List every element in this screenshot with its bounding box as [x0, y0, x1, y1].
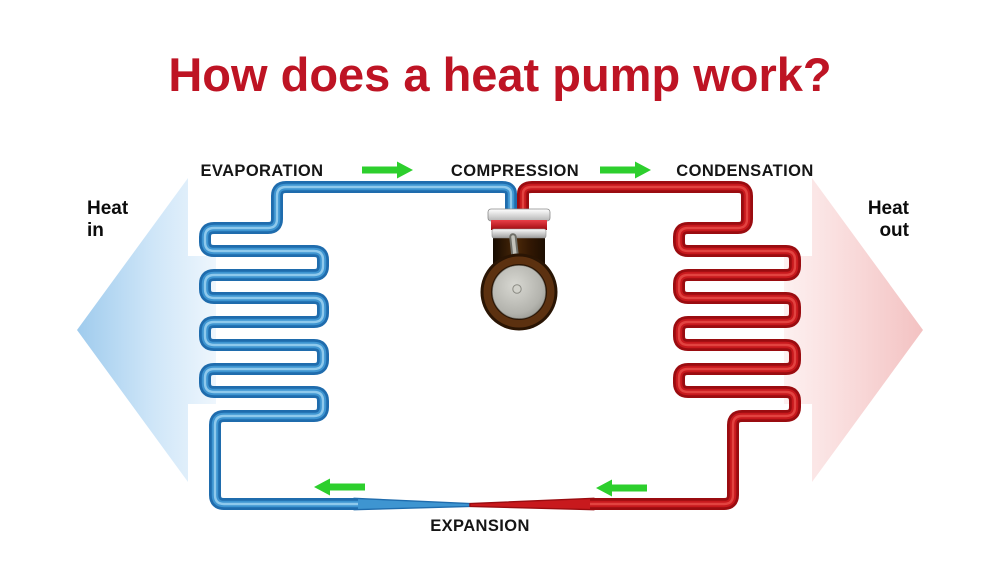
- arrow-left-icon: [314, 478, 365, 496]
- compressor-rim: [487, 208, 551, 222]
- label-condensation: CONDENSATION: [676, 162, 813, 180]
- arrow-left-icon: [596, 479, 647, 497]
- page-title: How does a heat pump work?: [168, 48, 831, 101]
- expansion-taper-red: [469, 497, 595, 511]
- heat-out-line1: Heat: [868, 198, 910, 219]
- evaporator-coil: [199, 181, 517, 511]
- compressor: [480, 208, 558, 331]
- label-compression: COMPRESSION: [451, 162, 579, 180]
- label-expansion: EXPANSION: [430, 517, 530, 535]
- condenser-coil: [469, 181, 801, 511]
- label-evaporation: EVAPORATION: [201, 162, 324, 180]
- heat-in-line1: Heat: [87, 198, 129, 219]
- heat-out-label: Heat out: [868, 198, 910, 241]
- heat-in-line2: in: [87, 220, 104, 241]
- heat-out-arrow-icon: [784, 178, 923, 482]
- heat-in-label: Heat in: [87, 198, 129, 241]
- arrow-right-icon: [600, 161, 651, 179]
- compressor-red-band: [491, 220, 547, 230]
- compressor-piston-band: [491, 228, 547, 239]
- arrow-right-icon: [362, 161, 413, 179]
- heat-out-line2: out: [879, 220, 909, 241]
- expansion-taper-blue: [353, 497, 471, 511]
- heat-in-arrow-icon: [77, 178, 216, 482]
- compressor-crank-pin: [512, 284, 522, 294]
